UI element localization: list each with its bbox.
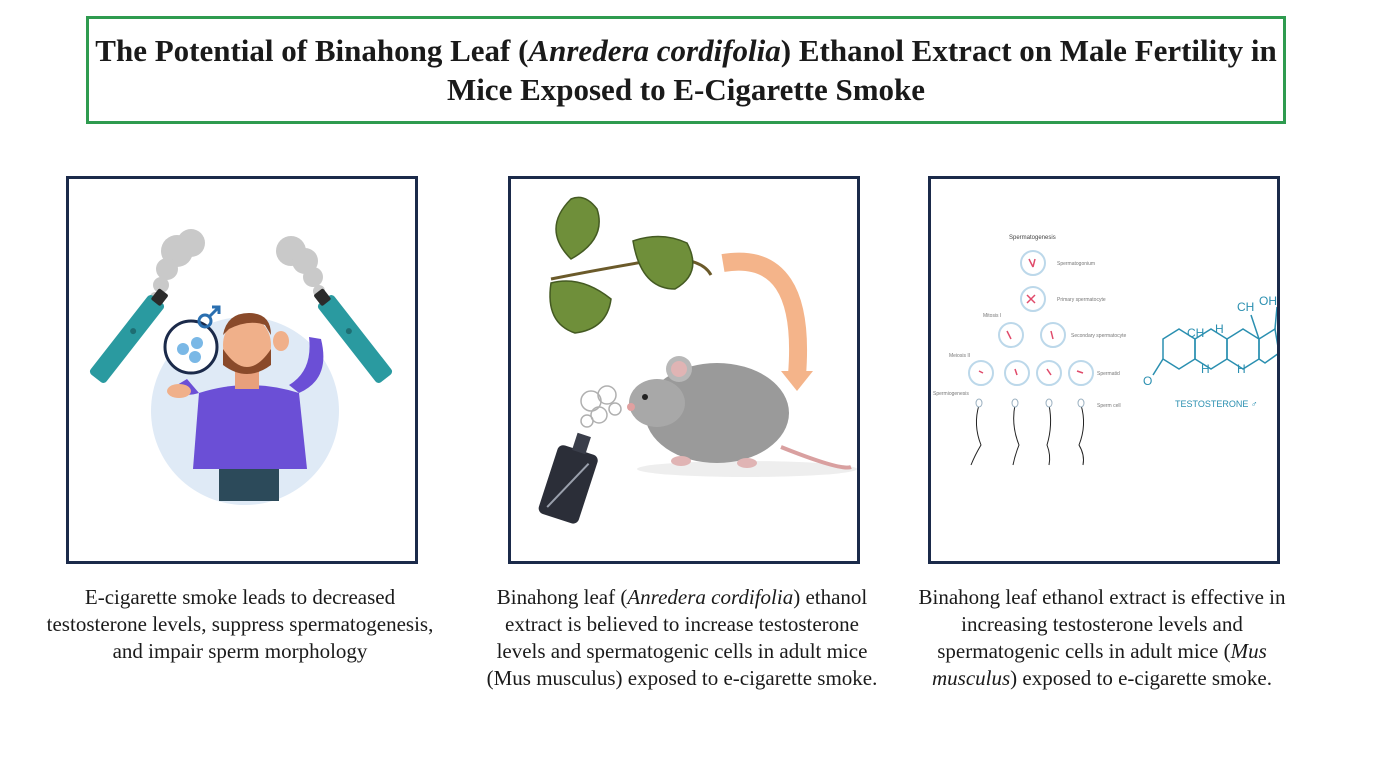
title-species: Anredera cordifolia bbox=[528, 33, 781, 68]
vape-right-icon bbox=[314, 288, 393, 383]
caption-panel-3: Binahong leaf ethanol extract is effecti… bbox=[918, 585, 1286, 690]
caption-panel-2: Binahong leaf (Anredera cordifolia) etha… bbox=[486, 585, 878, 690]
title-box: The Potential of Binahong Leaf (Anredera… bbox=[86, 16, 1286, 124]
panel-spermatogenesis: Spermatogenesis Spermatogonium Primary s… bbox=[928, 176, 1280, 564]
sperm-magnifier-icon bbox=[163, 319, 219, 398]
mouse-icon bbox=[627, 356, 852, 470]
binahong-leaf-icon bbox=[549, 196, 713, 334]
curved-arrow-icon bbox=[721, 252, 807, 376]
chem-label: H bbox=[1215, 322, 1224, 336]
testosterone-label: TESTOSTERONE ♂ bbox=[1175, 399, 1258, 409]
vape-left-icon bbox=[89, 288, 168, 383]
stage-label: Primary spermatocyte bbox=[1057, 297, 1106, 303]
panel-ecig-effects bbox=[66, 176, 418, 564]
side-label: Meiosis II bbox=[949, 353, 970, 359]
chem-label: O bbox=[1143, 374, 1152, 388]
stage-label: Spermatid bbox=[1097, 371, 1120, 377]
side-label: Mitosis I bbox=[983, 313, 1001, 319]
chem-label: CH bbox=[1237, 300, 1254, 314]
panel-binahong-treatment bbox=[508, 176, 860, 564]
chem-label: OH bbox=[1259, 294, 1277, 308]
diagram-heading: Spermatogenesis bbox=[1009, 235, 1056, 241]
caption-panel-1: E-cigarette smoke leads to decreased tes… bbox=[46, 585, 434, 663]
testosterone-molecule-icon bbox=[1152, 306, 1277, 376]
smoke-swirl-icon bbox=[580, 385, 622, 428]
vape-device-icon bbox=[538, 432, 598, 524]
chem-label: H bbox=[1201, 362, 1210, 376]
side-label: Spermiogenesis bbox=[933, 391, 969, 397]
arrow-head bbox=[781, 371, 813, 391]
man-figure-icon bbox=[177, 313, 324, 501]
chem-label: CH bbox=[1187, 326, 1204, 340]
stage-label: Sperm cell bbox=[1097, 403, 1121, 409]
sperm-tails-icon bbox=[970, 404, 1085, 466]
chem-label: H bbox=[1237, 362, 1246, 376]
stage-label: Secondary spermatocyte bbox=[1071, 333, 1127, 339]
smoke-cloud-right-icon bbox=[276, 236, 325, 297]
smoke-cloud-left-icon bbox=[150, 229, 205, 302]
male-symbol-icon bbox=[197, 305, 221, 329]
stage-label: Spermatogonium bbox=[1057, 261, 1095, 267]
page-title: The Potential of Binahong Leaf (Anredera… bbox=[95, 33, 1277, 107]
